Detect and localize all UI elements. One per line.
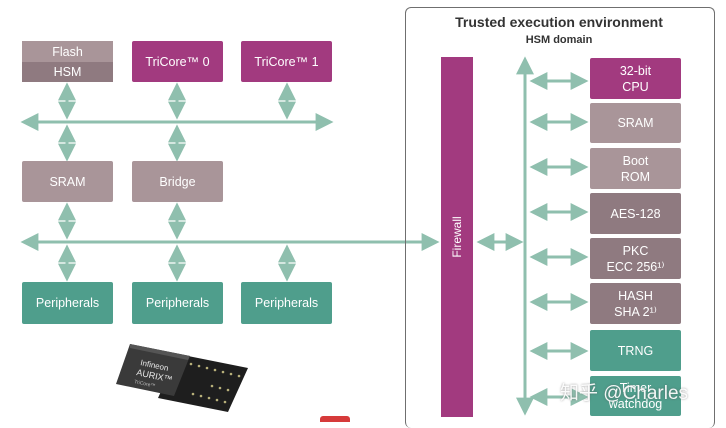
tricore1-block: TriCore™ 1 [241,41,332,82]
peripherals-block-1: Peripherals [22,282,113,324]
hsm-hash-block: HASH SHA 2¹⁾ [590,283,681,324]
hsm-sram-block: SRAM [590,103,681,143]
hsm-timer-block: Timer watchdog [590,376,681,416]
hsm-block: HSM [22,62,113,82]
red-mark [320,416,350,422]
chip-sub: TriCore™ [134,379,156,389]
firewall-block: Firewall [441,57,473,417]
hsm-cpu-block: 32-bit CPU [590,58,681,99]
watermark: 知乎 @Charles [560,383,689,404]
tee-frame [405,7,715,428]
firewall-label: Firewall [450,216,464,258]
hsm-pkc-block: PKC ECC 256¹⁾ [590,238,681,279]
flash-block: Flash [22,41,113,62]
hsm-aes-block: AES-128 [590,193,681,234]
hsm-trng-block: TRNG [590,330,681,371]
bridge-block: Bridge [132,161,223,202]
peripherals-block-3: Peripherals [241,282,332,324]
sram-block: SRAM [22,161,113,202]
peripherals-block-2: Peripherals [132,282,223,324]
tee-subtitle: HSM domain [525,34,593,46]
hsm-bootrom-block: Boot ROM [590,148,681,189]
tricore0-block: TriCore™ 0 [132,41,223,82]
aurix-chip-image: Infineon AURIX™ TriCore™ [116,344,248,412]
tee-title: Trusted execution environment [455,14,663,30]
